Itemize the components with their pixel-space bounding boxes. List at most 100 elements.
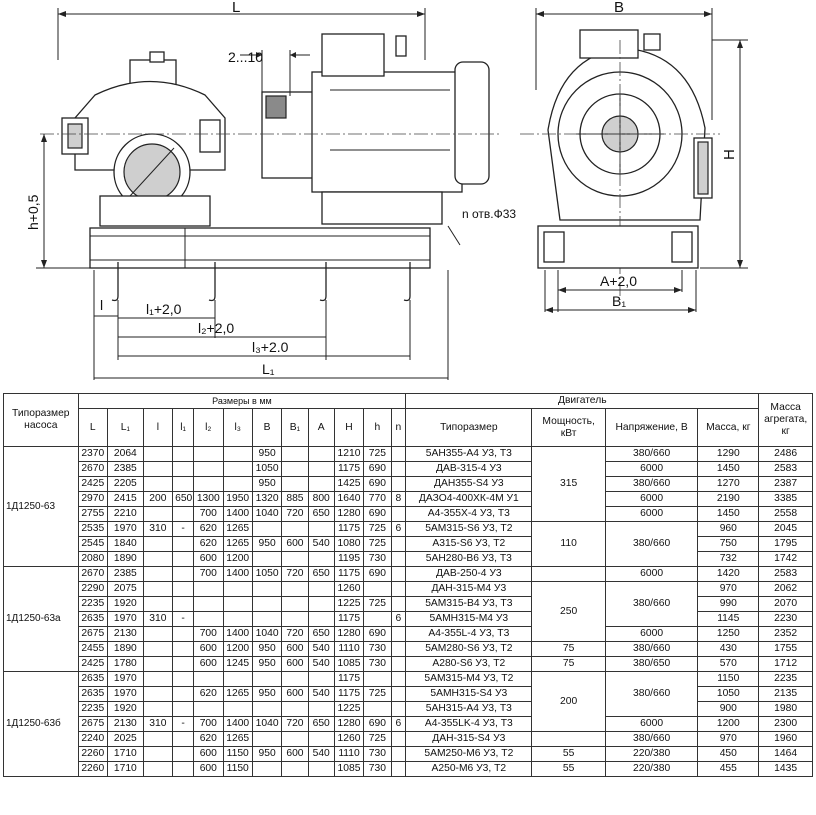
cell-A: 540 <box>307 686 335 702</box>
cell-n <box>390 731 407 747</box>
cell-l2 <box>193 701 224 717</box>
cell-l3: 1400 <box>222 716 253 732</box>
cell-L1: 1840 <box>106 536 144 552</box>
pump-model-cell: 1Д1250-63а <box>3 566 79 672</box>
header-L: L <box>77 408 108 447</box>
cell-n <box>390 686 407 702</box>
cell-l <box>142 536 174 552</box>
dim-l2-label: l₂+2,0 <box>198 320 234 336</box>
cell-L1: 1890 <box>106 551 144 567</box>
cell-l3: 1400 <box>222 626 253 642</box>
cell-A: 540 <box>307 641 335 657</box>
cell-unit-mass: 2045 <box>758 521 813 537</box>
cell-B1 <box>281 611 309 627</box>
cell-motor: 5АМН315-М4 У3 <box>405 611 533 627</box>
cell-motor-mass: 1150 <box>697 671 760 687</box>
cell-L1: 1970 <box>106 671 144 687</box>
cell-L: 2425 <box>77 476 108 492</box>
cell-l: 310 <box>142 521 174 537</box>
cell-L1: 1920 <box>106 701 144 717</box>
cell-unit-mass: 2583 <box>758 566 813 582</box>
cell-L: 2260 <box>77 761 108 777</box>
cell-L1: 1890 <box>106 641 144 657</box>
cell-l <box>142 596 174 612</box>
cell-B: 1050 <box>251 566 283 582</box>
cell-voltage: 380/660 <box>604 641 699 657</box>
cell-power: 75 <box>531 656 606 672</box>
cell-unit-mass: 2387 <box>758 476 813 492</box>
cell-h <box>363 671 392 687</box>
dim-chain: l l₁+2,0 l₂+2,0 l₃+2.0 L₁ <box>93 270 449 380</box>
cell-unit-mass: 1712 <box>758 656 813 672</box>
cell-l <box>142 506 174 522</box>
cell-L1: 2130 <box>106 716 144 732</box>
cell-motor: А280-S6 У3, Т2 <box>405 656 533 672</box>
cell-h: 690 <box>363 626 392 642</box>
cell-B: 950 <box>251 536 283 552</box>
cell-l1: 650 <box>172 491 195 507</box>
cell-B: 1040 <box>251 506 283 522</box>
cell-B: 950 <box>251 476 283 492</box>
cell-L1: 1920 <box>106 596 144 612</box>
cell-h: 730 <box>363 641 392 657</box>
cell-l2 <box>193 596 224 612</box>
cell-L: 2675 <box>77 716 108 732</box>
cell-L: 2240 <box>77 731 108 747</box>
cell-motor-mass: 1250 <box>697 626 760 642</box>
cell-motor-mass: 570 <box>697 656 760 672</box>
cell-motor: ДАЗО4-400ХК-4М У1 <box>405 491 533 507</box>
cell-H: 1195 <box>333 551 365 567</box>
cell-n <box>390 596 407 612</box>
cell-l3: 1265 <box>222 731 253 747</box>
header-voltage: Напряжение, В <box>604 408 699 447</box>
header-l1: l₁ <box>172 408 195 447</box>
cell-l1 <box>172 701 195 717</box>
cell-l <box>142 641 174 657</box>
cell-L1: 1780 <box>106 656 144 672</box>
cell-motor: ДАВ-250-4 У3 <box>405 566 533 582</box>
cell-l1 <box>172 446 195 462</box>
cell-h <box>363 611 392 627</box>
cell-motor: 5АМ315-S6 У3, Т2 <box>405 521 533 537</box>
base-frame: n отв.Ф33 <box>89 207 516 302</box>
cell-unit-mass: 1742 <box>758 551 813 567</box>
cell-unit-mass: 1980 <box>758 701 813 717</box>
cell-unit-mass: 2583 <box>758 461 813 477</box>
cell-B1: 600 <box>281 686 309 702</box>
cell-l2: 700 <box>193 716 224 732</box>
cell-motor-mass: 2190 <box>697 491 760 507</box>
cell-n <box>390 461 407 477</box>
cell-l2: 600 <box>193 641 224 657</box>
cell-h: 690 <box>363 506 392 522</box>
cell-l3 <box>222 611 253 627</box>
header-motor-group: Двигатель <box>405 393 760 409</box>
cell-l2 <box>193 611 224 627</box>
cell-l3: 1265 <box>222 686 253 702</box>
cell-A: 800 <box>307 491 335 507</box>
cell-l3 <box>222 581 253 597</box>
cell-H: 1175 <box>333 521 365 537</box>
cell-motor-mass: 1270 <box>697 476 760 492</box>
cell-H: 1110 <box>333 641 365 657</box>
cell-l2 <box>193 671 224 687</box>
cell-B1 <box>281 701 309 717</box>
cell-B <box>251 761 283 777</box>
cell-motor-mass: 970 <box>697 731 760 747</box>
cell-n <box>390 641 407 657</box>
cell-motor: 5АМ250-М6 У3, Т2 <box>405 746 533 762</box>
cell-A <box>307 701 335 717</box>
pump-model-cell: 1Д1250-63б <box>3 671 79 777</box>
cell-B: 950 <box>251 641 283 657</box>
cell-motor-mass: 732 <box>697 551 760 567</box>
cell-l: 200 <box>142 491 174 507</box>
cell-H: 1280 <box>333 506 365 522</box>
cell-h: 725 <box>363 521 392 537</box>
cell-l3: 1265 <box>222 536 253 552</box>
cell-n <box>390 626 407 642</box>
cell-B1 <box>281 476 309 492</box>
